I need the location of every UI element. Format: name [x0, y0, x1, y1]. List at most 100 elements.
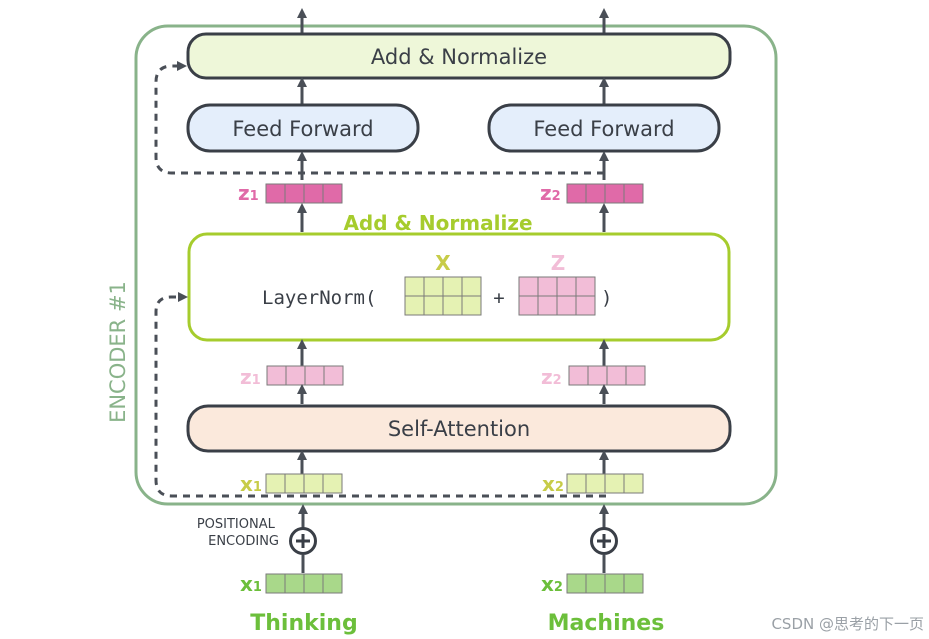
positional-encoding-line-2: ENCODING	[208, 534, 279, 549]
layernorm-open: LayerNorm(	[262, 287, 376, 309]
add-icon-1	[289, 527, 317, 555]
feed-forward-label-2: Feed Forward	[533, 117, 674, 141]
x-matrix-cell	[423, 295, 444, 316]
z-matrix-cell	[518, 276, 539, 297]
z-mid-1-vector	[266, 365, 344, 386]
x-bottom-1-vector	[265, 573, 343, 594]
z-top-1-sub: 1	[250, 189, 259, 204]
z-top-1-vector-cell	[265, 183, 286, 204]
x-mid-1-vector	[265, 473, 343, 494]
x-bottom-2-vector-cell	[585, 573, 606, 594]
x-mid-2-sub: 2	[555, 480, 564, 495]
x-mid-2-label: x2	[542, 472, 564, 496]
z-mid-1-vector-cell	[323, 365, 344, 386]
x-bottom-1-vector-cell	[284, 573, 305, 594]
x-bottom-1-sub: 1	[253, 580, 262, 595]
x-matrix-cell	[461, 276, 482, 297]
x-bottom-1-vector-cell	[303, 573, 324, 594]
x-bottom-2-vector	[566, 573, 644, 594]
z-top-2-vector-cell	[604, 183, 625, 204]
x-mid-1-base: x	[240, 472, 253, 496]
top-add-normalize-label: Add & Normalize	[371, 45, 547, 69]
z-top-2-label: z2	[540, 181, 561, 205]
z-top-1-base: z	[238, 181, 250, 205]
z-mid-1-vector-cell	[266, 365, 287, 386]
positional-encoding-label: POSITIONAL ENCODING	[197, 517, 279, 549]
x-matrix-cell	[442, 295, 463, 316]
z-top-2-vector	[566, 183, 644, 204]
feed-forward-label-1: Feed Forward	[232, 117, 373, 141]
x-mid-1-vector-cell	[265, 473, 286, 494]
positional-encoding-line-1: POSITIONAL	[197, 517, 276, 532]
z-top-1-vector-cell	[303, 183, 324, 204]
x-mid-2-vector	[566, 473, 644, 494]
x-matrix-cell	[442, 276, 463, 297]
z-mid-2-base: z	[541, 365, 553, 389]
x-mid-1-label: x1	[240, 472, 262, 496]
x-matrix	[404, 276, 482, 316]
x-bottom-2-vector-cell	[566, 573, 587, 594]
x-mid-2-vector-cell	[585, 473, 606, 494]
z-mid-2-label: z2	[541, 365, 562, 389]
x-matrix-cell	[423, 276, 444, 297]
x-mid-1-vector-cell	[284, 473, 305, 494]
x-bottom-2-vector-cell	[604, 573, 625, 594]
z-mid-2-vector-cell	[587, 365, 608, 386]
z-matrix-label: Z	[551, 251, 566, 275]
top-add-normalize-box	[186, 32, 732, 80]
x-bottom-2-sub: 2	[554, 580, 563, 595]
z-top-1-label: z1	[238, 181, 259, 205]
x-mid-2-base: x	[542, 472, 555, 496]
word-machines: Machines	[548, 611, 665, 636]
z-matrix-cell	[537, 276, 558, 297]
x-mid-1-sub: 1	[253, 480, 262, 495]
z-matrix-cell	[575, 276, 596, 297]
x-bottom-2-label: x2	[541, 572, 563, 596]
z-matrix-cell	[556, 276, 577, 297]
z-mid-1-label: z1	[240, 365, 261, 389]
x-bottom-1-base: x	[240, 572, 253, 596]
encoder-label: ENCODER #1	[106, 281, 130, 423]
add-icon-2	[590, 527, 618, 555]
z-matrix-cell	[518, 295, 539, 316]
x-bottom-2-vector-cell	[623, 573, 644, 594]
z-top-2-vector-cell	[566, 183, 587, 204]
x-mid-2-vector-cell	[604, 473, 625, 494]
z-mid-2-vector	[568, 365, 646, 386]
self-attention-box	[186, 404, 732, 453]
z-matrix-cell	[575, 295, 596, 316]
x-matrix-cell	[404, 276, 425, 297]
z-top-1-vector-cell	[322, 183, 343, 204]
mid-add-normalize-label: Add & Normalize	[343, 211, 532, 235]
z-top-2-sub: 2	[552, 189, 561, 204]
z-mid-1-sub: 1	[252, 373, 261, 388]
z-mid-1-base: z	[240, 365, 252, 389]
x-mid-1-vector-cell	[303, 473, 324, 494]
z-top-1-vector-cell	[284, 183, 305, 204]
encoder-container	[134, 24, 778, 506]
z-top-1-vector	[265, 183, 343, 204]
z-mid-2-vector-cell	[625, 365, 646, 386]
residual-connection-upper	[154, 61, 604, 175]
z-matrix-cell	[537, 295, 558, 316]
z-matrix-cell	[556, 295, 577, 316]
x-mid-2-vector-cell	[623, 473, 644, 494]
z-matrix	[518, 276, 596, 316]
word-thinking: Thinking	[250, 611, 357, 636]
x-bottom-1-label: x1	[240, 572, 262, 596]
z-mid-2-sub: 2	[553, 373, 562, 388]
z-mid-2-vector-cell	[568, 365, 589, 386]
x-mid-2-vector-cell	[566, 473, 587, 494]
layernorm-plus: +	[493, 287, 504, 309]
z-top-2-base: z	[540, 181, 552, 205]
x-bottom-2-base: x	[541, 572, 554, 596]
x-bottom-1-vector-cell	[322, 573, 343, 594]
z-mid-1-vector-cell	[285, 365, 306, 386]
layernorm-close: )	[601, 287, 612, 309]
x-matrix-label: X	[435, 251, 451, 275]
x-mid-1-vector-cell	[322, 473, 343, 494]
x-bottom-1-vector-cell	[265, 573, 286, 594]
watermark: CSDN @思考的下一页	[771, 615, 924, 633]
